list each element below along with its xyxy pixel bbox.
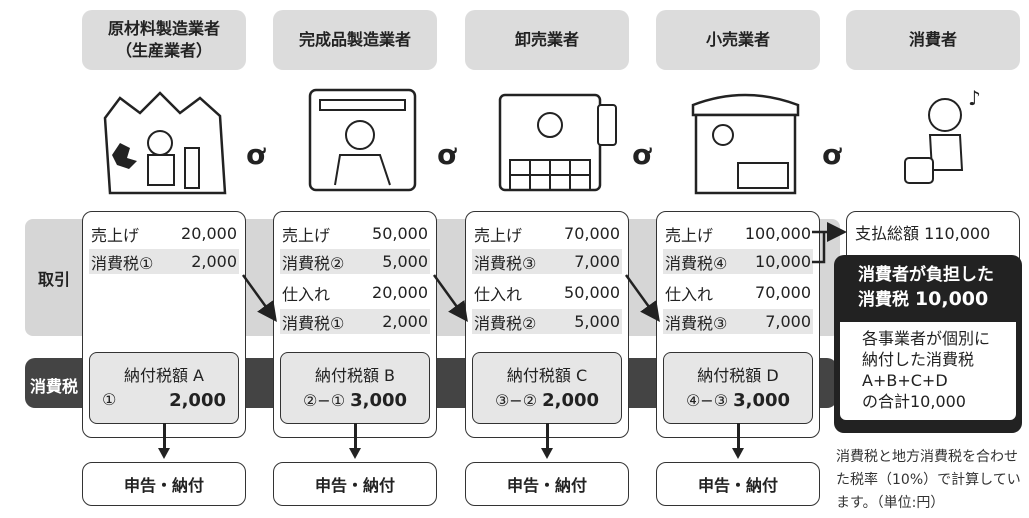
tax-payment-box-b: 納付税額 B ②−① 3,000 bbox=[280, 352, 430, 424]
row-label: 仕入れ bbox=[474, 284, 523, 304]
down-arrow-icon bbox=[732, 448, 744, 459]
filing-payment-c: 申告・納付 bbox=[465, 462, 629, 506]
row-label: 消費税① bbox=[282, 313, 345, 333]
row-value: 5,000 bbox=[382, 252, 428, 271]
row-label: 消費税② bbox=[474, 313, 537, 333]
row-value: 10,000 bbox=[755, 252, 811, 271]
tax-amount: 3,000 bbox=[350, 390, 408, 411]
tax-formula: ① bbox=[102, 390, 117, 409]
payment-label: 支払総額 bbox=[855, 224, 920, 243]
tax-formula: ③−② bbox=[494, 391, 538, 410]
down-arrow-icon bbox=[158, 448, 170, 459]
tax-payment-box-a: 納付税額 A ① 2,000 bbox=[89, 352, 239, 424]
tax-formula: ②−① bbox=[302, 391, 346, 410]
tax-amount: 2,000 bbox=[542, 390, 600, 411]
tax-label: 消費税 bbox=[30, 377, 79, 396]
header-retailer: 小売業者 bbox=[656, 10, 820, 70]
sum-line: A+B+C+D bbox=[862, 371, 948, 390]
row-value: 7,000 bbox=[574, 252, 620, 271]
column-raw-material: 売上げ 20,000 消費税① 2,000 納付税額 A ① 2,000 bbox=[82, 211, 246, 438]
down-arrow-icon bbox=[541, 448, 553, 459]
row-label: 売上げ bbox=[91, 225, 140, 245]
factory-illustration bbox=[103, 91, 227, 195]
consumer-illustration: ♪ bbox=[904, 86, 981, 184]
flow-arrow-icon: ơ bbox=[246, 138, 266, 171]
row-label: 仕入れ bbox=[282, 284, 331, 304]
tax-transfer-arrow bbox=[241, 274, 277, 323]
row-label: 消費税④ bbox=[665, 253, 728, 273]
row-value: 2,000 bbox=[382, 312, 428, 331]
burden-amount: 10,000 bbox=[914, 288, 989, 310]
header-wholesaler: 卸売業者 bbox=[465, 10, 629, 70]
payment-arrow bbox=[812, 232, 842, 264]
sum-line: の合計10,000 bbox=[862, 392, 966, 411]
header-raw-material-maker: 原材料製造業者 （生産業者） bbox=[82, 10, 246, 70]
tax-amount: 2,000 bbox=[169, 390, 226, 411]
tax-amount: 3,000 bbox=[733, 390, 791, 411]
header-consumer: 消費者 bbox=[846, 10, 1020, 70]
row-value: 70,000 bbox=[755, 283, 811, 302]
manufacturer-illustration bbox=[308, 88, 417, 192]
footnote: 消費税と地方消費税を合わせた税率（10%）で計算しています。（単位:円） bbox=[836, 449, 1021, 511]
down-arrow-icon bbox=[349, 448, 361, 459]
tax-formula: ④−③ bbox=[685, 391, 729, 410]
filing-payment-d: 申告・納付 bbox=[656, 462, 820, 506]
row-value: 50,000 bbox=[372, 224, 428, 243]
burden-line1: 消費者が負担した bbox=[858, 265, 994, 285]
sum-line: 納付した消費税 bbox=[862, 350, 975, 369]
tax-payment-box-c: 納付税額 C ③−② 2,000 bbox=[472, 352, 622, 424]
retailer-illustration bbox=[691, 93, 800, 195]
sum-line: 各事業者が個別に bbox=[862, 329, 991, 348]
flow-arrow-icon: ơ bbox=[822, 138, 842, 171]
row-value: 50,000 bbox=[564, 283, 620, 302]
tax-title: 納付税額 D bbox=[697, 366, 779, 385]
tax-title: 納付税額 C bbox=[506, 366, 588, 385]
header-product-maker: 完成品製造業者 bbox=[273, 10, 437, 70]
wholesaler-illustration bbox=[498, 93, 617, 192]
payment-value: 110,000 bbox=[924, 224, 991, 243]
row-value: 70,000 bbox=[564, 224, 620, 243]
filing-payment-b: 申告・納付 bbox=[273, 462, 437, 506]
row-value: 7,000 bbox=[765, 312, 811, 331]
tax-transfer-arrow bbox=[432, 274, 468, 323]
row-value: 2,000 bbox=[191, 252, 237, 271]
tax-payment-box-d: 納付税額 D ④−③ 3,000 bbox=[663, 352, 813, 424]
row-label: 消費税① bbox=[91, 253, 154, 273]
down-arrow-line bbox=[354, 423, 357, 451]
flow-arrow-icon: ơ bbox=[437, 138, 457, 171]
row-value: 5,000 bbox=[574, 312, 620, 331]
row-value: 20,000 bbox=[372, 283, 428, 302]
row-value: 20,000 bbox=[181, 224, 237, 243]
tax-title: 納付税額 B bbox=[314, 366, 396, 385]
down-arrow-line bbox=[737, 423, 740, 451]
down-arrow-line bbox=[546, 423, 549, 451]
burden-line2: 消費税 bbox=[858, 290, 909, 310]
row-label: 売上げ bbox=[665, 225, 714, 245]
tax-transfer-arrow bbox=[624, 274, 660, 323]
row-label: 仕入れ bbox=[665, 284, 714, 304]
tax-title: 納付税額 A bbox=[123, 366, 205, 385]
row-label: 消費税③ bbox=[665, 313, 728, 333]
consumer-burden-box: 消費者が負担した 消費税 10,000 各事業者が個別に 納付した消費税 A+B… bbox=[834, 255, 1022, 433]
transaction-label: 取引 bbox=[38, 270, 71, 289]
column-retailer: 売上げ 100,000 消費税④ 10,000 仕入れ 70,000 消費税③ 7,00… bbox=[656, 211, 820, 438]
filing-payment-a: 申告・納付 bbox=[82, 462, 246, 506]
row-label: 消費税③ bbox=[474, 253, 537, 273]
row-label: 消費税② bbox=[282, 253, 345, 273]
row-value: 100,000 bbox=[744, 224, 811, 243]
row-label: 売上げ bbox=[282, 225, 331, 245]
down-arrow-line bbox=[163, 423, 166, 451]
svg-text:♪: ♪ bbox=[968, 86, 981, 110]
row-label: 売上げ bbox=[474, 225, 523, 245]
flow-arrow-icon: ơ bbox=[632, 138, 652, 171]
